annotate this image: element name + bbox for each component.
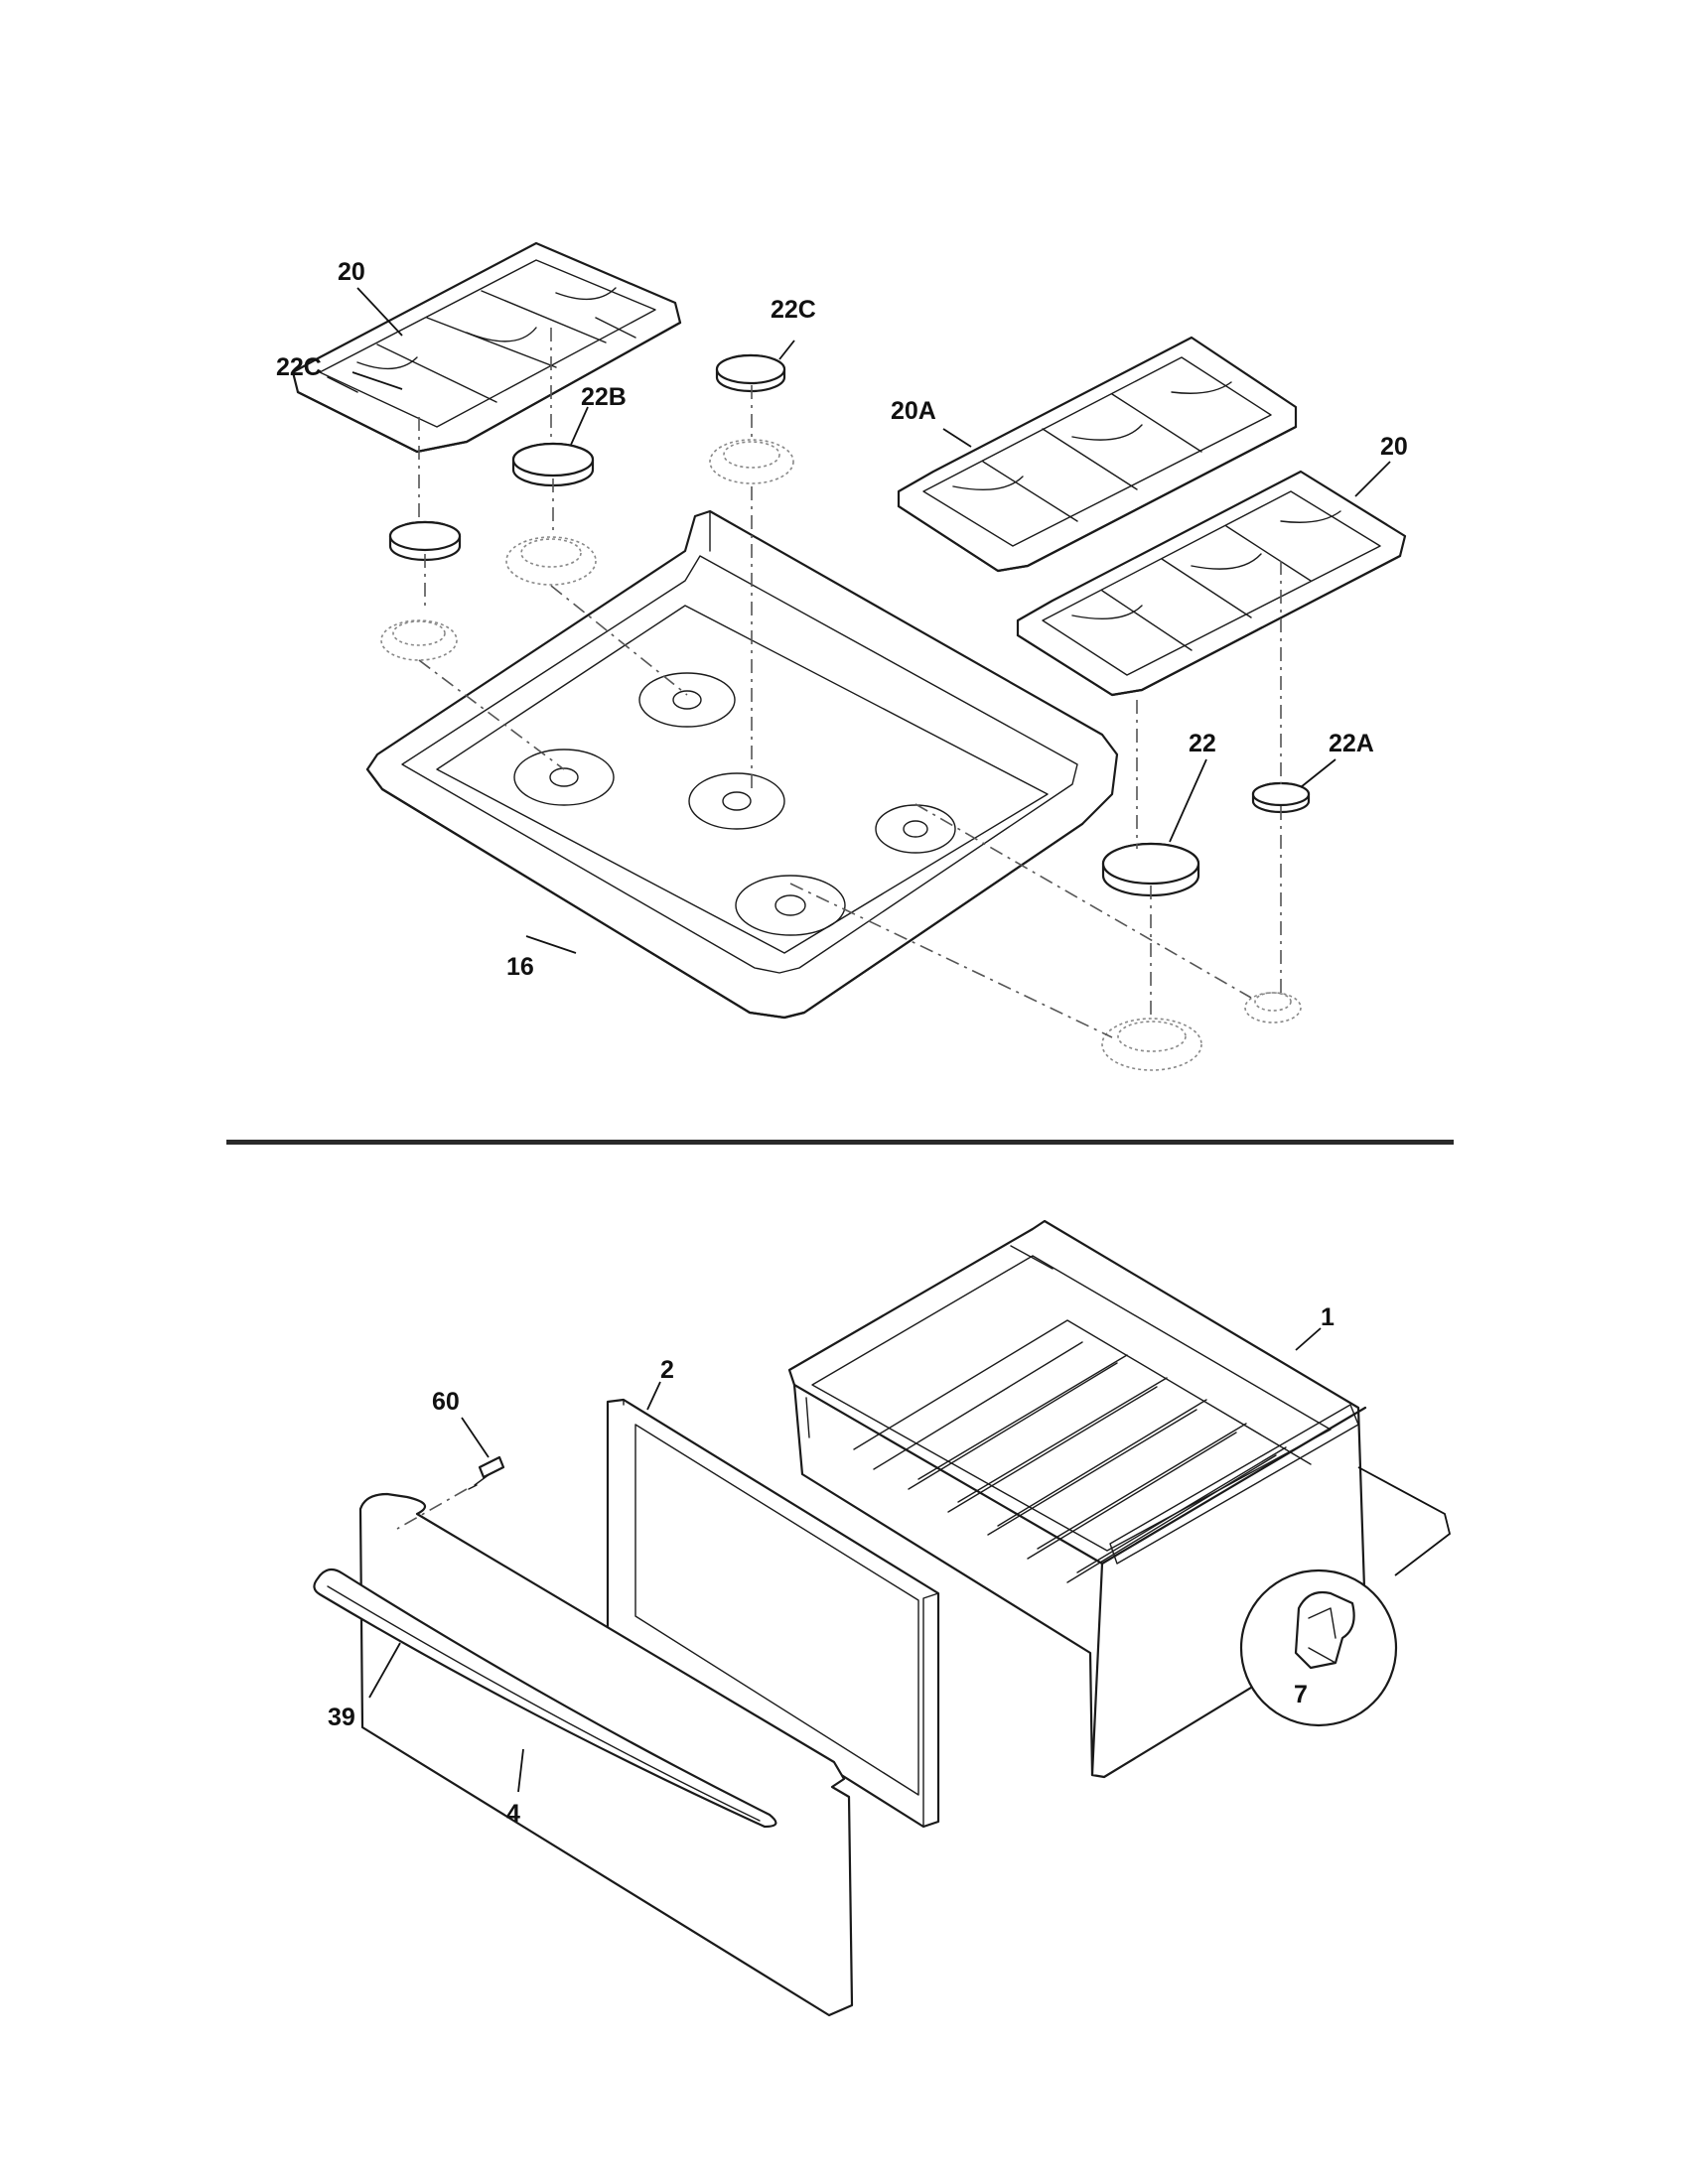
leader-lines-bottom [368,1327,1322,1793]
label-cap-simmer: 22A [1329,730,1374,757]
label-drawer-front: 4 [506,1800,520,1828]
cooktop-assembly: 20 22C 22B 22C 20A 20 16 22 22A [276,241,1408,1071]
cooktop-main-top [365,509,1119,1020]
label-drawer-body: 1 [1321,1303,1335,1331]
label-drawer-handle: 39 [328,1704,355,1731]
grate-left [291,241,682,454]
grate-center [897,336,1298,573]
clip-detail [1239,1466,1452,1727]
label-grate-right: 20 [1380,433,1408,461]
drawer-front [313,1492,854,2017]
section-divider [226,1140,1454,1145]
assembly-lines-top [418,328,1282,1038]
label-grate-center: 20A [891,397,936,425]
label-screw: 60 [432,1388,460,1416]
leader-lines-top [352,287,1391,954]
label-cap-small-center: 22C [771,296,816,324]
screw [396,1455,505,1530]
drawer-liner [606,1398,940,1829]
burner-caps [388,353,1311,897]
drawer-body [787,1219,1367,1779]
label-cooktop: 16 [506,953,534,981]
label-cap-medium: 22B [581,383,627,411]
label-cap-large: 22 [1189,730,1216,757]
label-drawer-liner: 2 [660,1356,674,1384]
label-cap-small-left: 22C [276,353,322,381]
drawer-assembly: 1 2 60 39 4 7 [313,1219,1452,2017]
burner-heads [380,439,1302,1071]
label-grate-left: 20 [338,258,365,286]
grate-right [1016,470,1407,697]
label-clip: 7 [1294,1681,1308,1708]
